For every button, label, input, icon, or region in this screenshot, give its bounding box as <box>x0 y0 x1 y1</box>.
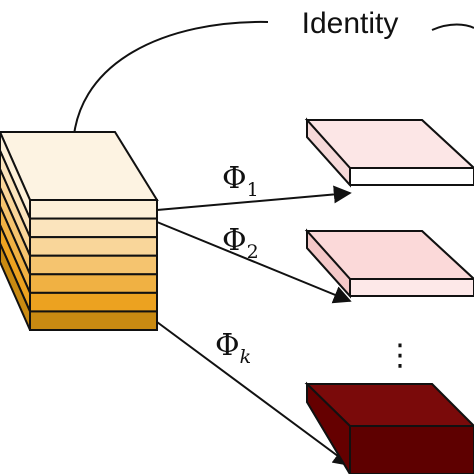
arrow-phi-2 <box>156 221 352 304</box>
output-slab-1 <box>304 117 474 188</box>
stack-layer <box>29 236 158 257</box>
stack-layer <box>29 273 158 294</box>
input-feature-stack <box>0 131 159 331</box>
phi-1-label: Φ1 <box>222 161 259 201</box>
stack-layer <box>29 254 158 276</box>
identity-label: Identity <box>302 7 399 40</box>
stack-layer <box>29 310 158 331</box>
stack-layer <box>29 217 158 239</box>
ellipsis: ⋮ <box>385 338 415 373</box>
output-slab-k <box>304 381 474 474</box>
stack-layer <box>29 199 158 220</box>
identity-curve <box>71 20 269 156</box>
arrow-phi-1 <box>156 185 352 211</box>
arrow-phi-k <box>156 321 352 467</box>
identity-curve-right <box>431 23 474 31</box>
phi-2-label: Φ2 <box>222 223 259 263</box>
output-slab-2 <box>304 228 474 299</box>
phi-k-label: Φk <box>215 328 251 368</box>
stack-layer <box>29 291 158 313</box>
